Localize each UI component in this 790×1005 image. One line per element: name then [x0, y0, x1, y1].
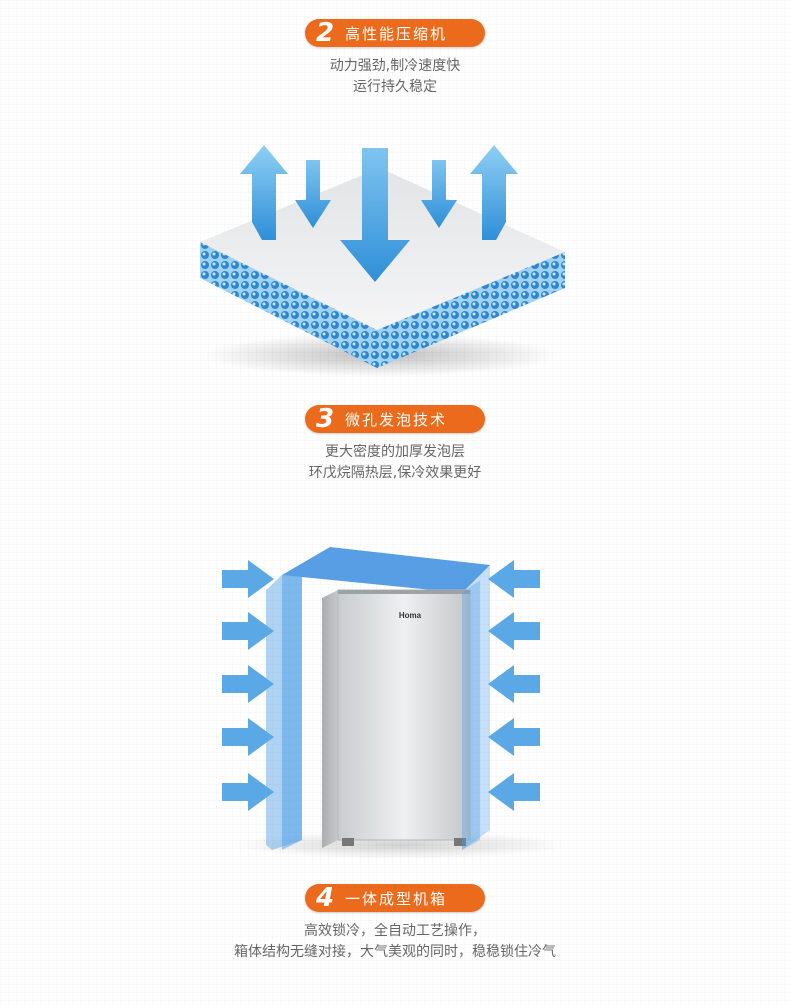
panel-side-right [377, 252, 565, 368]
feature-description: 动力强劲,制冷速度快 运行持久稳定 [0, 56, 790, 98]
feature-description: 更大密度的加厚发泡层 环戊烷隔热层,保冷效果更好 [0, 442, 790, 484]
feature-number: 2 [315, 18, 335, 48]
fridge-door [337, 589, 471, 841]
wrap-left-front [266, 575, 302, 850]
fridge-top-edge [338, 590, 470, 594]
feature-cabinet: 4 一体成型机箱 高效锁冷，全自动工艺操作， 箱体结构无缝对接，大气美观的同时，… [0, 880, 790, 1005]
description-line: 箱体结构无缝对接，大气美观的同时，稳稳锁住冷气 [234, 944, 556, 960]
arrow-left-icon [488, 718, 540, 756]
arrow-down-icon [295, 160, 331, 228]
arrow-down-icon [421, 160, 457, 228]
description-line: 环戊烷隔热层,保冷效果更好 [308, 465, 482, 481]
feature-description: 高效锁冷，全自动工艺操作， 箱体结构无缝对接，大气美观的同时，稳稳锁住冷气 [0, 921, 790, 963]
arrow-right-icon [222, 612, 274, 650]
description-line: 运行持久稳定 [353, 79, 437, 95]
fridge-foot [454, 838, 466, 846]
arrow-up-icon [470, 145, 518, 240]
feature-number: 3 [315, 404, 335, 434]
arrow-up-icon [240, 145, 288, 240]
foam-panel-illustration [200, 145, 565, 377]
description-line: 高效锁冷，全自动工艺操作， [304, 923, 486, 939]
wrap-top [282, 547, 490, 593]
feature-badge: 2 高性能压缩机 [305, 19, 485, 47]
arrow-left-icon [488, 773, 540, 811]
feature-foam: 3 微孔发泡技术 更大密度的加厚发泡层 环戊烷隔热层,保冷效果更好 [0, 400, 790, 500]
description-line: 更大密度的加厚发泡层 [325, 444, 465, 460]
feature-compressor: 2 高性能压缩机 动力强劲,制冷速度快 运行持久稳定 [0, 0, 790, 110]
feature-badge: 3 微孔发泡技术 [305, 405, 485, 433]
arrow-right-icon [222, 560, 274, 598]
fridge-brand-logo: Homa [399, 611, 422, 620]
right-arrows [488, 560, 540, 811]
description-line: 动力强劲,制冷速度快 [329, 58, 461, 74]
arrow-left-icon [488, 665, 540, 703]
feature-title: 高性能压缩机 [345, 24, 448, 43]
feature-number: 4 [315, 883, 335, 913]
feature-title: 微孔发泡技术 [345, 410, 448, 429]
fridge-shadow [230, 831, 570, 859]
wrap-left-back [282, 575, 302, 850]
feature-title: 一体成型机箱 [345, 889, 448, 908]
wrap-right-front [462, 580, 480, 850]
feature-badge: 4 一体成型机箱 [305, 884, 485, 912]
arrow-down-icon [340, 148, 410, 282]
arrow-left-icon [488, 560, 540, 598]
panel-side-left [200, 242, 377, 368]
fridge-foot [342, 838, 354, 846]
arrow-right-icon [222, 718, 274, 756]
fridge-side [322, 590, 338, 848]
arrow-right-icon [222, 665, 274, 703]
left-arrows [222, 560, 274, 811]
arrow-right-icon [222, 773, 274, 811]
arrow-left-icon [488, 612, 540, 650]
